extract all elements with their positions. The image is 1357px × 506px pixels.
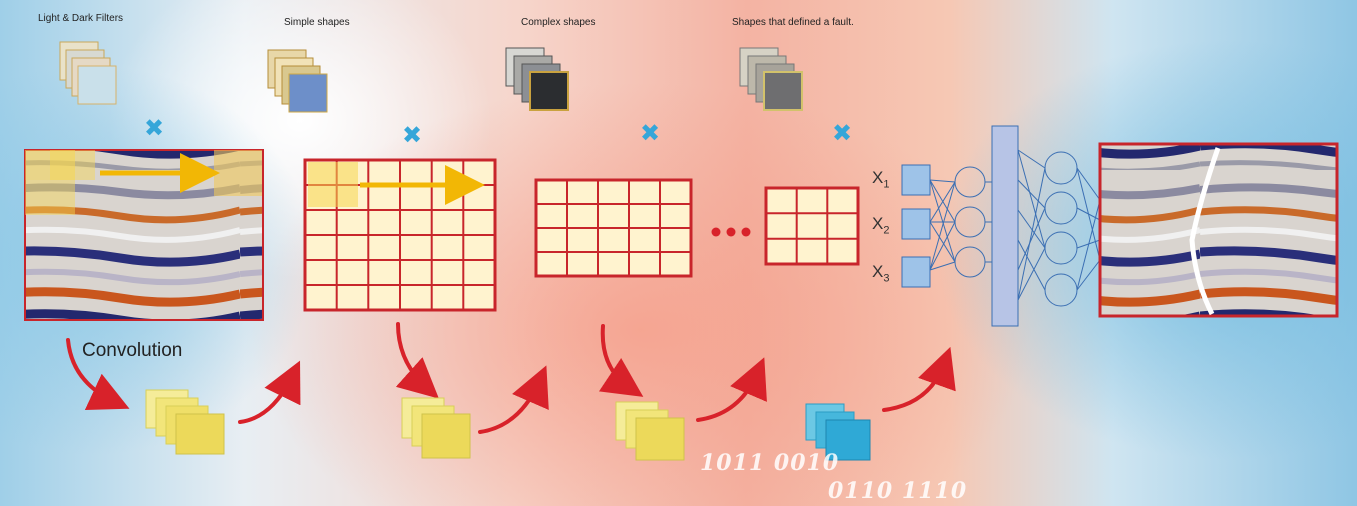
feature-stack-2 bbox=[401, 397, 471, 459]
feature-stack-4 bbox=[805, 403, 871, 461]
stage-label-filters: Light & Dark Filters bbox=[38, 13, 124, 24]
output-node bbox=[1044, 151, 1078, 185]
output-fault-image bbox=[1098, 142, 1339, 318]
feature-map-grid-3 bbox=[764, 186, 860, 266]
filter-stack-2 bbox=[267, 49, 328, 113]
binary-text-1: 1011 0010 bbox=[700, 450, 840, 476]
input-label-x2: X2 bbox=[872, 214, 890, 237]
arrow-icon bbox=[478, 365, 549, 434]
hidden-node bbox=[954, 206, 986, 238]
output-node bbox=[1044, 231, 1078, 265]
arrow-icon bbox=[238, 360, 301, 424]
filter-stack-1 bbox=[59, 41, 117, 105]
ellipsis-icon bbox=[711, 227, 751, 237]
feature-stack-3 bbox=[615, 401, 685, 461]
multiply-icon: ✖ bbox=[832, 119, 852, 147]
arrow-icon bbox=[395, 322, 439, 399]
arrow-icon bbox=[882, 346, 956, 412]
arrow-icon bbox=[66, 338, 130, 411]
input-node bbox=[901, 208, 931, 240]
multiply-icon: ✖ bbox=[402, 121, 422, 149]
neural-network bbox=[901, 125, 1101, 327]
input-label-x3: X3 bbox=[872, 262, 890, 285]
convolution-label: Convolution bbox=[82, 340, 183, 361]
multiply-icon: ✖ bbox=[640, 119, 660, 147]
feature-map-grid-1 bbox=[303, 158, 497, 312]
feature-stack-1 bbox=[145, 389, 225, 455]
stage-label-complex: Complex shapes bbox=[521, 17, 596, 28]
feature-map-grid-2 bbox=[534, 178, 693, 278]
hidden-node bbox=[954, 246, 986, 278]
filter-stack-4 bbox=[739, 47, 803, 111]
filter-stack-3 bbox=[505, 47, 569, 111]
output-node bbox=[1044, 273, 1078, 307]
stage-label-fault: Shapes that defined a fault. bbox=[732, 17, 854, 28]
input-label-x1: X1 bbox=[872, 168, 890, 191]
dense-layer bbox=[991, 125, 1019, 327]
input-seismic-image bbox=[24, 149, 264, 321]
output-node bbox=[1044, 191, 1078, 225]
binary-text-2: 0110 1110 bbox=[828, 478, 968, 504]
hidden-node bbox=[954, 166, 986, 198]
input-node bbox=[901, 256, 931, 288]
arrow-icon bbox=[696, 357, 767, 422]
multiply-icon: ✖ bbox=[144, 114, 164, 142]
network-connections bbox=[929, 149, 1101, 301]
input-node bbox=[901, 164, 931, 196]
stage-label-simple: Simple shapes bbox=[284, 17, 350, 28]
arrow-icon bbox=[598, 324, 644, 397]
